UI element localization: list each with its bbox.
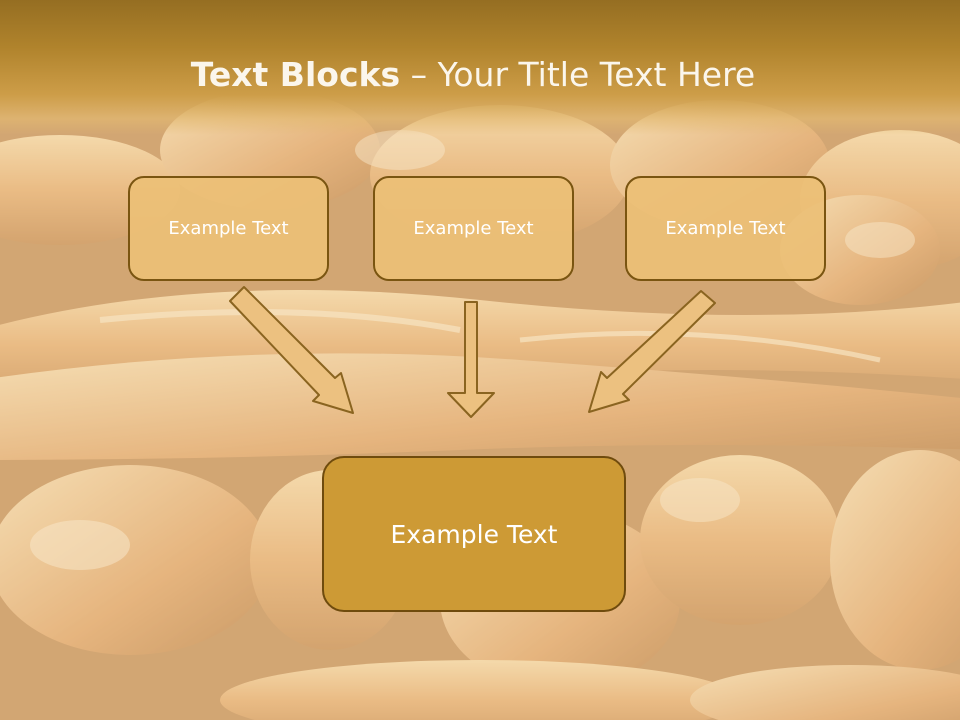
text-block-top-right-label: Example Text <box>665 218 786 239</box>
arrow-left-diagonal <box>229 286 354 414</box>
text-block-bottom-label: Example Text <box>390 519 558 549</box>
slide-title-rest: Your Title Text Here <box>437 55 756 94</box>
slide-title: Text Blocks – Your Title Text Here <box>0 52 946 98</box>
text-block-top-center-label: Example Text <box>413 218 534 239</box>
text-block-bottom[interactable]: Example Text <box>322 456 626 612</box>
text-block-top-center[interactable]: Example Text <box>373 176 574 281</box>
slide-title-bold: Text Blocks <box>190 55 401 94</box>
title-band <box>0 0 960 135</box>
slide-title-dash: – <box>410 55 428 94</box>
arrow-center-down <box>447 301 495 418</box>
text-block-top-left-label: Example Text <box>168 218 289 239</box>
text-block-top-right[interactable]: Example Text <box>625 176 826 281</box>
arrow-right-diagonal <box>588 290 716 413</box>
text-block-top-left[interactable]: Example Text <box>128 176 329 281</box>
